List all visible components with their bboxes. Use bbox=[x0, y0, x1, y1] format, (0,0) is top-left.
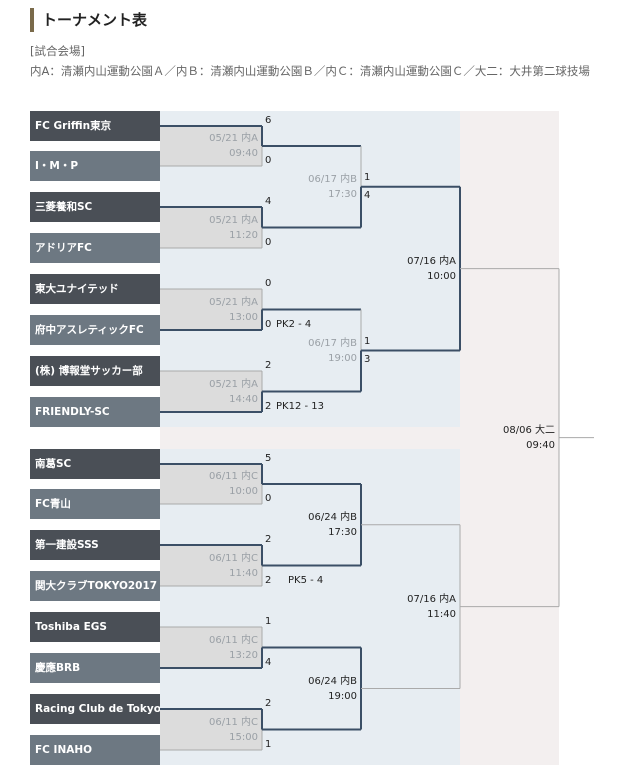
round1-box bbox=[160, 289, 262, 330]
round1-box bbox=[160, 207, 262, 248]
team-label: 南葛SC bbox=[30, 449, 160, 479]
team-label: FRIENDLY-SC bbox=[30, 397, 160, 427]
round1-score-top: 2 bbox=[265, 360, 272, 371]
venue-heading: [試合会場] bbox=[30, 44, 85, 58]
round2-time: 17:30 bbox=[328, 526, 357, 538]
round3-date: 07/16 内A bbox=[407, 255, 456, 267]
round1-box bbox=[160, 371, 262, 412]
round3-date: 07/16 内A bbox=[407, 593, 456, 605]
round1-time: 11:40 bbox=[229, 567, 258, 579]
round1-pk: PK5 - 4 bbox=[288, 575, 324, 586]
round1-box bbox=[160, 545, 262, 586]
round2-time: 17:30 bbox=[328, 188, 357, 200]
round1-box bbox=[160, 709, 262, 750]
final-time: 09:40 bbox=[526, 439, 555, 451]
round1-score-top: 1 bbox=[265, 616, 272, 627]
round1-date: 05/21 内A bbox=[209, 133, 258, 144]
team-label: (株) 博報堂サッカー部 bbox=[30, 356, 160, 386]
team-label: アドリアFC bbox=[30, 233, 160, 263]
round1-time: 13:00 bbox=[229, 311, 258, 323]
team-label: FC青山 bbox=[30, 489, 160, 519]
final-date: 08/06 大二 bbox=[503, 424, 555, 436]
team-label: 第一建設SSS bbox=[30, 530, 160, 560]
round2-date: 06/24 内B bbox=[308, 511, 357, 523]
round2-score-bottom: 3 bbox=[364, 353, 371, 365]
round1-date: 06/11 内C bbox=[209, 471, 258, 482]
round1-score-bottom: 1 bbox=[265, 739, 272, 750]
round1-score-bottom: 2 bbox=[265, 401, 272, 412]
round1-score-top: 2 bbox=[265, 534, 272, 545]
round3-time: 10:00 bbox=[427, 270, 456, 282]
round1-score-bottom: 2 bbox=[265, 575, 272, 586]
round2-time: 19:00 bbox=[328, 352, 357, 364]
round1-score-top: 0 bbox=[265, 278, 272, 289]
round1-date: 06/11 内C bbox=[209, 716, 258, 728]
round1-score-top: 6 bbox=[265, 115, 272, 126]
round1-score-top: 4 bbox=[265, 196, 272, 207]
round3-time: 11:40 bbox=[427, 608, 456, 620]
round1-box bbox=[160, 126, 262, 166]
round1-score-bottom: 4 bbox=[265, 657, 272, 668]
round2-score-top: 1 bbox=[364, 335, 371, 347]
gap-background bbox=[160, 427, 460, 449]
team-label: 府中アスレティックFC bbox=[30, 315, 160, 345]
round1-date: 05/21 内A bbox=[209, 378, 258, 390]
team-label: Racing Club de Tokyo bbox=[30, 694, 160, 724]
round2-score-bottom: 4 bbox=[364, 189, 371, 201]
round1-score-bottom: 0 bbox=[265, 493, 272, 504]
round1-date: 05/21 内A bbox=[209, 214, 258, 226]
round1-time: 09:40 bbox=[229, 148, 258, 159]
team-label: I・M・P bbox=[30, 151, 160, 181]
venue-list: 内A：清瀬内山運動公園Ａ／内Ｂ：清瀬内山運動公園Ｂ／内Ｃ：清瀬内山運動公園Ｃ／大… bbox=[30, 64, 590, 78]
round1-time: 11:20 bbox=[229, 229, 258, 241]
round1-box bbox=[160, 627, 262, 668]
round1-date: 06/11 内C bbox=[209, 634, 258, 646]
round1-score-top: 5 bbox=[265, 453, 272, 464]
round1-time: 13:20 bbox=[229, 649, 258, 661]
round2-date: 06/24 内B bbox=[308, 675, 357, 687]
round1-time: 15:00 bbox=[229, 731, 258, 743]
page-title: トーナメント表 bbox=[30, 8, 147, 32]
round1-score-bottom: 0 bbox=[265, 155, 272, 166]
round1-score-top: 2 bbox=[265, 698, 272, 709]
round1-time: 10:00 bbox=[229, 486, 258, 497]
round2-date: 06/17 内B bbox=[308, 173, 357, 185]
round2-score-top: 1 bbox=[364, 171, 371, 183]
round2-time: 19:00 bbox=[328, 690, 357, 702]
round1-date: 05/21 内A bbox=[209, 296, 258, 308]
team-label: Toshiba EGS bbox=[30, 612, 160, 642]
round1-date: 06/11 内C bbox=[209, 552, 258, 564]
round1-score-bottom: 0 bbox=[265, 237, 272, 248]
round1-score-bottom: 0 bbox=[265, 319, 272, 330]
round2-date: 06/17 内B bbox=[308, 337, 357, 349]
team-label: FC INAHO bbox=[30, 735, 160, 765]
round1-box bbox=[160, 464, 262, 504]
team-label: 東大ユナイテッド bbox=[30, 274, 160, 304]
team-label: 関大クラブTOKYO2017 bbox=[30, 571, 160, 601]
team-label: 慶應BRB bbox=[30, 653, 160, 683]
team-label: FC Griffin東京 bbox=[30, 111, 160, 141]
round1-pk: PK12 - 13 bbox=[276, 401, 325, 412]
team-label: 三菱養和SC bbox=[30, 192, 160, 222]
round1-pk: PK2 - 4 bbox=[276, 319, 312, 330]
round1-time: 14:40 bbox=[229, 393, 258, 405]
